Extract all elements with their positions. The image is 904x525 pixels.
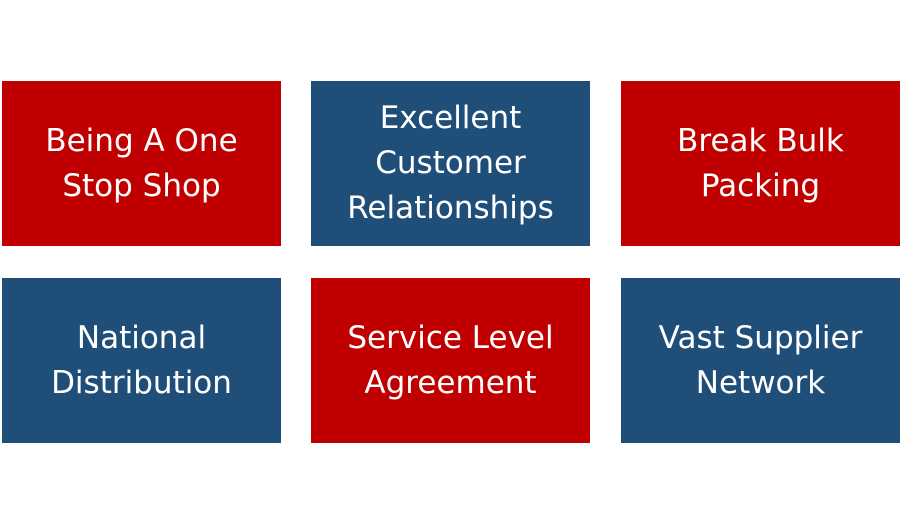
- tile-text: Service Level Agreement: [347, 316, 553, 406]
- tile-line: Network: [695, 364, 826, 401]
- tile-supplier-network: Vast Supplier Network: [621, 278, 900, 443]
- tile-line: Packing: [700, 167, 821, 204]
- tile-line: Distribution: [51, 364, 232, 401]
- tile-line: Stop Shop: [62, 167, 221, 204]
- tile-line: Customer: [375, 145, 526, 181]
- tile-text: National Distribution: [51, 316, 232, 406]
- tile-service-level-agreement: Service Level Agreement: [311, 278, 590, 443]
- tile-line: Being A One: [45, 122, 238, 159]
- tile-line: Break Bulk: [677, 122, 844, 159]
- tile-text: Being A One Stop Shop: [45, 119, 237, 209]
- tile-one-stop-shop: Being A One Stop Shop: [2, 81, 281, 246]
- tile-line: Relationships: [347, 190, 554, 226]
- tile-line: Service Level: [347, 319, 554, 356]
- tile-text: Break Bulk Packing: [677, 119, 844, 209]
- tile-break-bulk-packing: Break Bulk Packing: [621, 81, 900, 246]
- tile-line: Excellent: [379, 100, 522, 136]
- tile-line: Vast Supplier: [658, 319, 863, 356]
- tile-customer-relationships: Excellent Customer Relationships: [311, 81, 590, 246]
- tile-text: Excellent Customer Relationships: [347, 96, 553, 231]
- tile-text: Vast Supplier Network: [659, 316, 863, 406]
- tile-line: Agreement: [364, 364, 537, 401]
- tile-line: National: [76, 319, 207, 356]
- tile-national-distribution: National Distribution: [2, 278, 281, 443]
